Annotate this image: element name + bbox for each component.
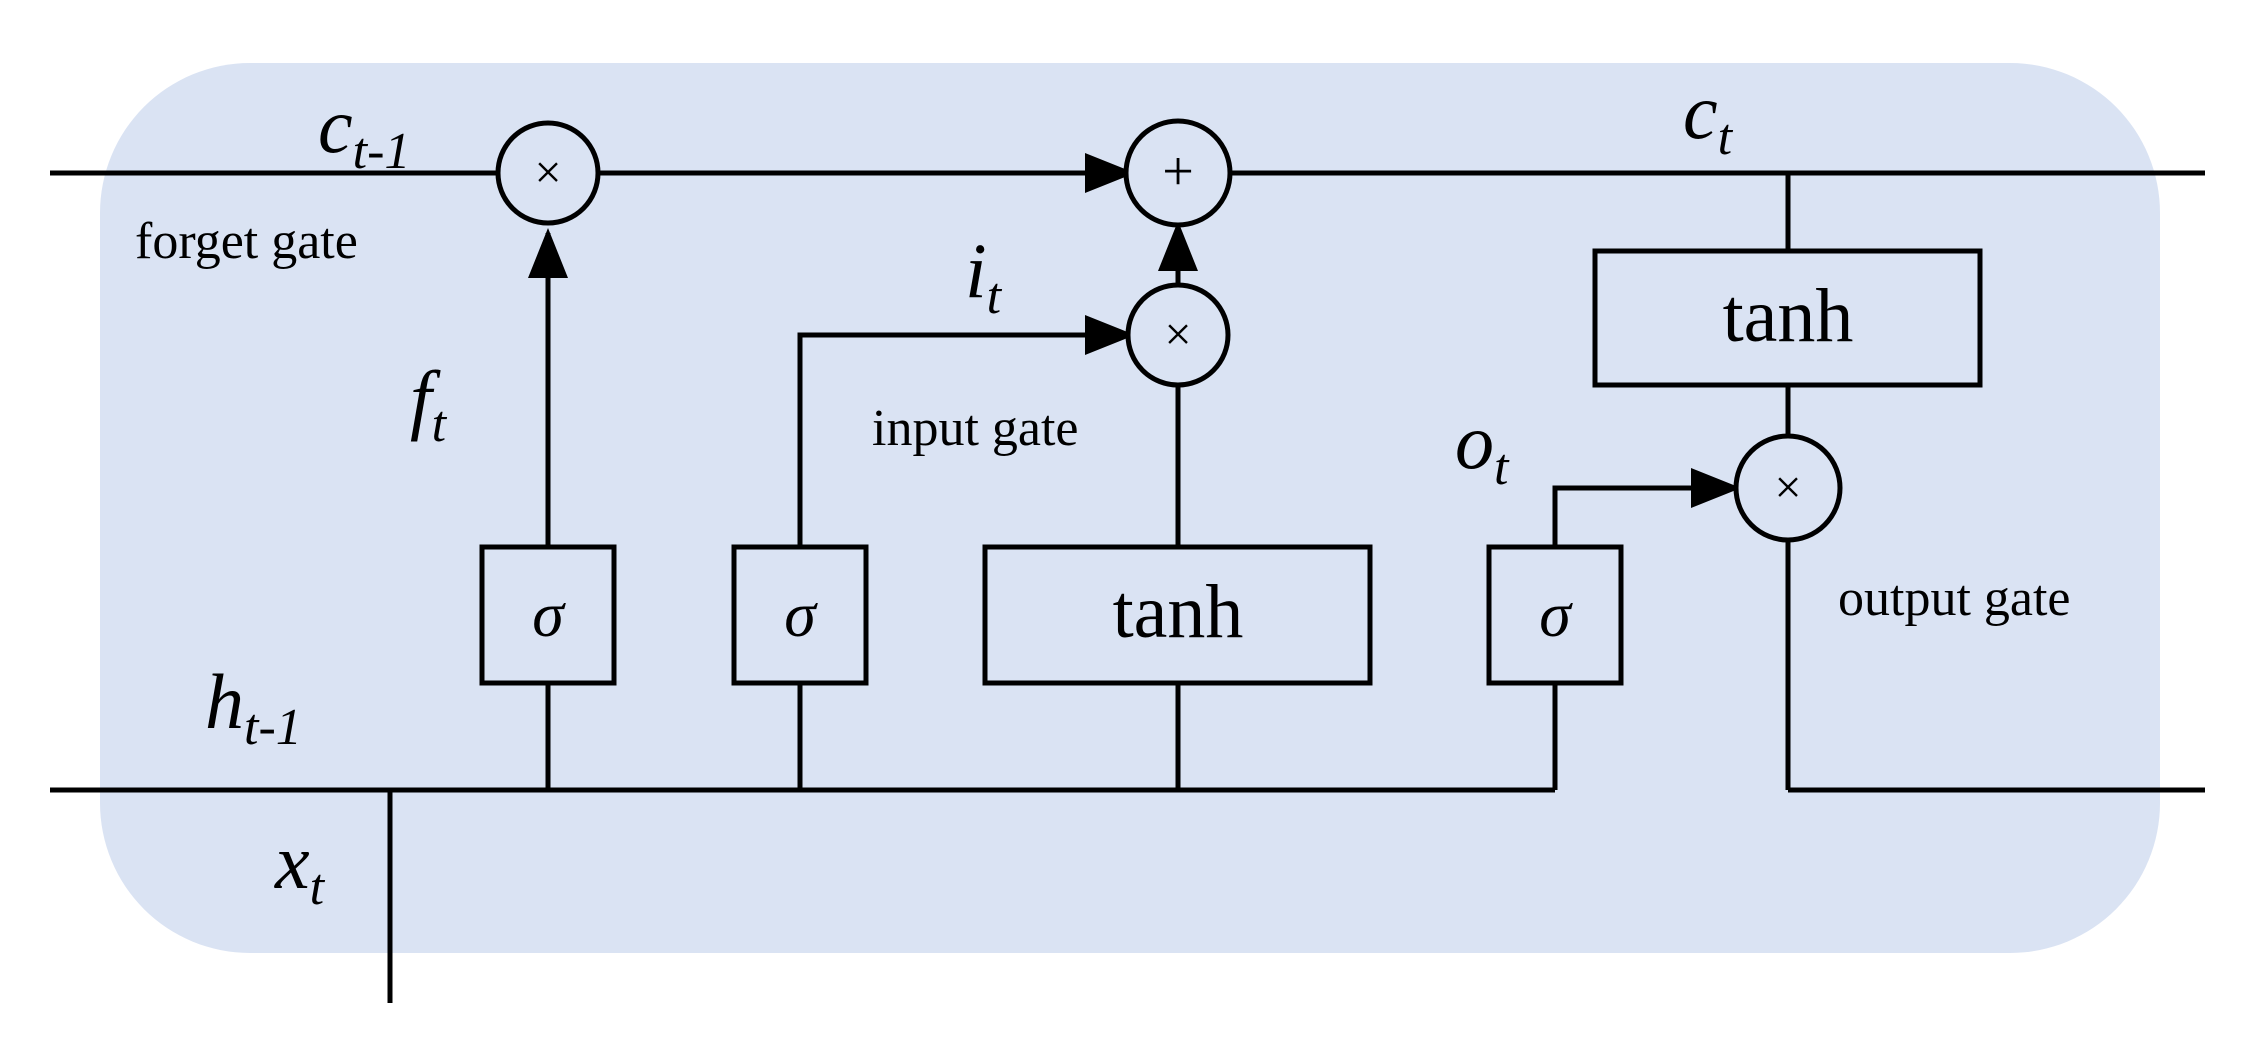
label-c-next-sub: t (1718, 109, 1734, 166)
label-c-next-base: c (1683, 68, 1718, 155)
output-gate-label: output gate (1838, 570, 2071, 627)
forget-multiply-op: × (495, 120, 601, 226)
multiply-icon: × (1774, 461, 1801, 514)
input-gate-path (797, 315, 1135, 547)
tanh-label: tanh (1723, 274, 1854, 358)
label-o-base: o (1455, 398, 1494, 485)
candidate-tanh-block: tanh (982, 544, 1373, 686)
label-x-sub: t (310, 859, 326, 916)
output-sigma-block: σ (1486, 544, 1624, 686)
label-c-prev: ct-1 (318, 82, 410, 180)
label-x: xt (274, 818, 326, 916)
sigma-symbol: σ (532, 579, 566, 650)
sigma-symbol: σ (1539, 579, 1573, 650)
output-gate-path (1552, 468, 1741, 547)
label-c-prev-base: c (318, 82, 353, 169)
output-multiply-op: × (1733, 433, 1843, 543)
multiply-icon: × (534, 146, 561, 199)
multiply-icon: × (1164, 308, 1191, 361)
label-i: it (965, 227, 1003, 325)
input-gate-label: input gate (872, 400, 1079, 457)
label-h-prev: ht-1 (205, 658, 302, 756)
output-tanh-block: tanh (1592, 248, 1983, 388)
label-h-prev-base: h (205, 658, 244, 745)
label-c-prev-sub: t-1 (353, 123, 411, 180)
input-sigma-block: σ (731, 544, 869, 686)
label-i-base: i (965, 227, 987, 314)
input-multiply-op: × (1125, 282, 1231, 388)
label-o-sub: t (1494, 439, 1510, 496)
label-f-sub: t (432, 396, 448, 453)
label-x-base: x (274, 818, 310, 905)
label-c-next: ct (1683, 68, 1734, 166)
forget-gate-label: forget gate (135, 213, 358, 270)
sigma-symbol: σ (784, 579, 818, 650)
label-o: ot (1455, 398, 1510, 496)
forget-sigma-block: σ (479, 544, 617, 686)
cell-background (100, 63, 2160, 953)
label-i-sub: t (987, 268, 1003, 325)
label-h-prev-sub: t-1 (244, 699, 302, 756)
tanh-label: tanh (1113, 570, 1244, 654)
plus-icon: + (1162, 141, 1194, 203)
add-op: + (1123, 118, 1233, 228)
